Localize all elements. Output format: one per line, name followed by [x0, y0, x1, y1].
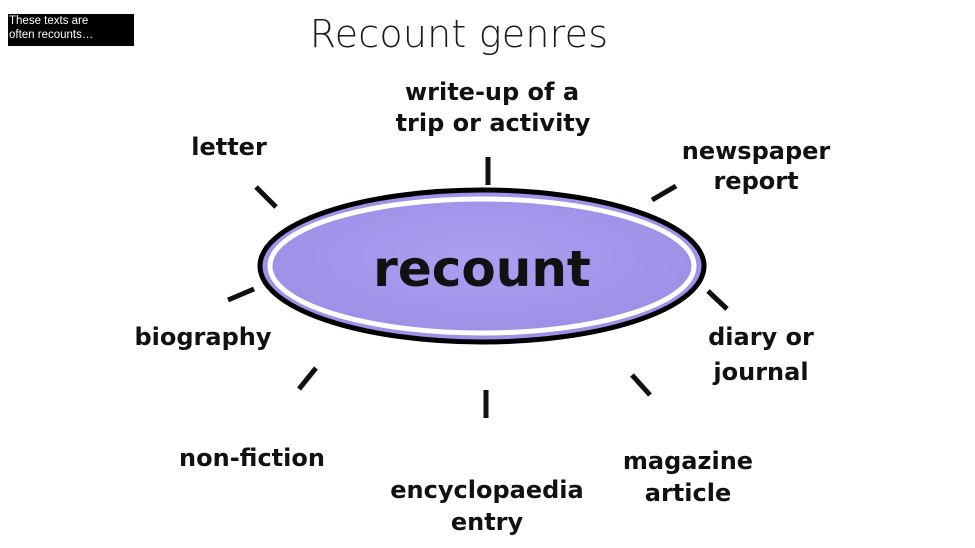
spoke-magazine: [630, 373, 652, 397]
spoke-biography: [227, 286, 255, 303]
genre-magazine-line-2: article: [645, 479, 731, 507]
genre-newspaper-line-2: report: [713, 167, 798, 195]
note-line-2: often recounts…: [9, 29, 94, 41]
genre-encyclopaedia-line-1: encyclopaedia: [390, 476, 583, 504]
spoke-nonfiction: [297, 366, 318, 391]
spoke-letter: [254, 185, 278, 209]
page-title: Recount genres: [309, 12, 609, 56]
spoke-newspaper: [650, 183, 678, 203]
genre-newspaper-line-1: newspaper: [682, 137, 831, 165]
genre-encyclopaedia-line-2: entry: [451, 508, 524, 536]
genre-trip-line-1: write-up of a: [405, 78, 579, 106]
note-line-1: These texts are: [9, 15, 89, 27]
center-ellipse: [257, 187, 707, 345]
genre-magazine-line-1: magazine: [623, 447, 753, 475]
genre-diary-line-1: diary or: [708, 323, 814, 351]
spoke-diary: [706, 289, 729, 311]
note-box: These texts are often recounts…: [8, 14, 134, 46]
genre-biography: biography: [134, 323, 271, 351]
genre-nonfiction: non-fiction: [179, 444, 325, 472]
center-ellipse-inner-ring: [267, 196, 697, 336]
genre-trip-line-2: trip or activity: [396, 109, 591, 137]
center-label: recount: [373, 240, 591, 298]
genre-diary-line-2: journal: [712, 358, 808, 386]
genre-letter: letter: [191, 133, 267, 161]
